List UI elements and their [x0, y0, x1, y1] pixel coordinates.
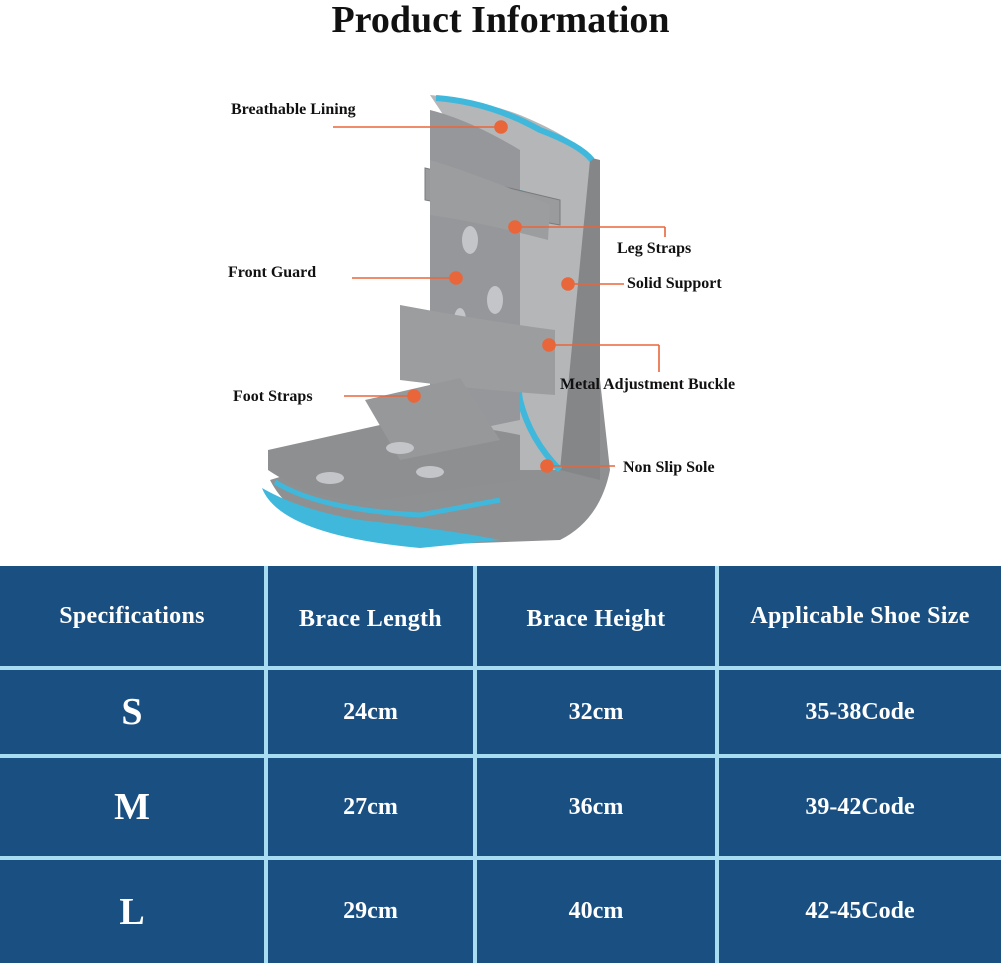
callout-front-guard: Front Guard: [228, 264, 317, 281]
header-brace-length: Brace Length: [268, 566, 473, 666]
row-l-height: 40cm: [477, 860, 715, 963]
product-figure: Breathable Lining Leg Straps Front Guard…: [0, 60, 1001, 560]
row-m-size: M: [0, 758, 264, 856]
header-specifications: Specifications: [0, 566, 264, 666]
spec-table: Specifications Brace Length Brace Height…: [0, 566, 1001, 963]
callout-metal-adjustment-buckle: Metal Adjustment Buckle: [560, 376, 736, 393]
row-s-length: 24cm: [268, 670, 473, 754]
boot-brace-image: [262, 95, 666, 548]
header-brace-height: Brace Height: [477, 566, 715, 666]
row-s-shoe-size: 35-38Code: [719, 670, 1001, 754]
row-m-height: 36cm: [477, 758, 715, 856]
callout-foot-straps: Foot Straps: [233, 388, 313, 405]
callout-breathable-lining: Breathable Lining: [231, 101, 356, 118]
header-applicable-shoe-size: Applicable Shoe Size: [719, 566, 1001, 666]
row-m-shoe-size: 39-42Code: [719, 758, 1001, 856]
row-l-size: L: [0, 860, 264, 963]
callout-solid-support: Solid Support: [627, 275, 722, 292]
callout-leg-straps: Leg Straps: [617, 240, 692, 257]
callout-non-slip-sole: Non Slip Sole: [623, 459, 715, 476]
row-s-height: 32cm: [477, 670, 715, 754]
row-l-length: 29cm: [268, 860, 473, 963]
row-s-size: S: [0, 670, 264, 754]
row-m-length: 27cm: [268, 758, 473, 856]
row-l-shoe-size: 42-45Code: [719, 860, 1001, 963]
page-title: Product Information: [331, 0, 670, 41]
